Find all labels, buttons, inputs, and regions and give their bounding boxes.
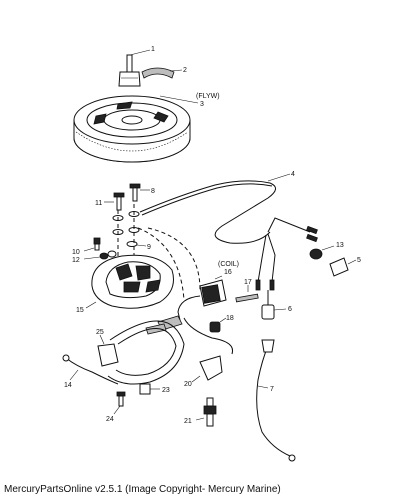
callout-4: 4 (291, 171, 295, 178)
part-5-connector[interactable] (329, 257, 357, 277)
callout-12: 12 (72, 257, 80, 264)
exploded-parts-diagram: 1 2 (FLYW) 3 4 5 (62, 46, 361, 462)
part-1-flywheel-nut[interactable] (118, 49, 151, 87)
callout-5: 5 (357, 257, 361, 264)
part-10-screw[interactable] (83, 237, 101, 252)
part-12-clip[interactable] (83, 250, 117, 260)
callout-24: 24 (106, 416, 114, 423)
alignment-dashes (147, 227, 201, 291)
callout-2: 2 (183, 67, 187, 74)
callout-20: 20 (184, 381, 192, 388)
part-8-screw[interactable] (129, 183, 150, 202)
part-4-wire-harness[interactable] (139, 173, 318, 291)
part-23-spacer[interactable] (139, 383, 160, 395)
copyright-footer: MercuryPartsOnline v2.5.1 (Image Copyrig… (4, 484, 281, 495)
part-14-ground-wire[interactable] (62, 354, 119, 385)
callout-14: 14 (64, 382, 72, 389)
callout-3: 3 (200, 101, 204, 108)
part-7-stop-wire[interactable] (256, 339, 296, 462)
part-17-pin[interactable] (235, 285, 259, 303)
callout-15: 15 (76, 307, 84, 314)
callout-7: 7 (270, 386, 274, 393)
part-11-screw[interactable] (104, 192, 125, 211)
part-18-boot[interactable] (209, 317, 227, 333)
part-15-stator-plate[interactable] (85, 254, 174, 309)
part-6-kill-switch-connector[interactable] (261, 290, 287, 320)
callout-13: 13 (336, 242, 344, 249)
callout-17: 17 (244, 279, 252, 286)
part-22-bracket[interactable] (145, 315, 183, 335)
callout-8: 8 (151, 188, 155, 195)
part-24-screw[interactable] (113, 391, 126, 415)
callout-1: 1 (151, 46, 155, 53)
callout-18: 18 (226, 315, 234, 322)
part-20-spark-plug-lead[interactable] (183, 317, 234, 383)
part-2-flywheel-key[interactable] (141, 67, 183, 79)
callout-6: 6 (288, 306, 292, 313)
alignment-dashes-2 (137, 227, 185, 301)
callout-10: 10 (72, 249, 80, 256)
part-13-nut[interactable] (309, 245, 335, 260)
part-16-ignition-coil[interactable] (177, 275, 227, 321)
callout-3-name: (FLYW) (196, 93, 220, 100)
callout-16-name: (COIL) (218, 261, 239, 268)
callout-21: 21 (184, 418, 192, 425)
part-21-spark-plug[interactable] (195, 397, 217, 427)
callout-25: 25 (96, 329, 104, 336)
callout-23: 23 (162, 387, 170, 394)
part-3-flywheel[interactable] (73, 95, 199, 163)
callout-9: 9 (147, 244, 151, 251)
callout-16: 16 (224, 269, 232, 276)
callout-11: 11 (95, 200, 102, 207)
part-25-base-plate[interactable] (97, 320, 185, 385)
